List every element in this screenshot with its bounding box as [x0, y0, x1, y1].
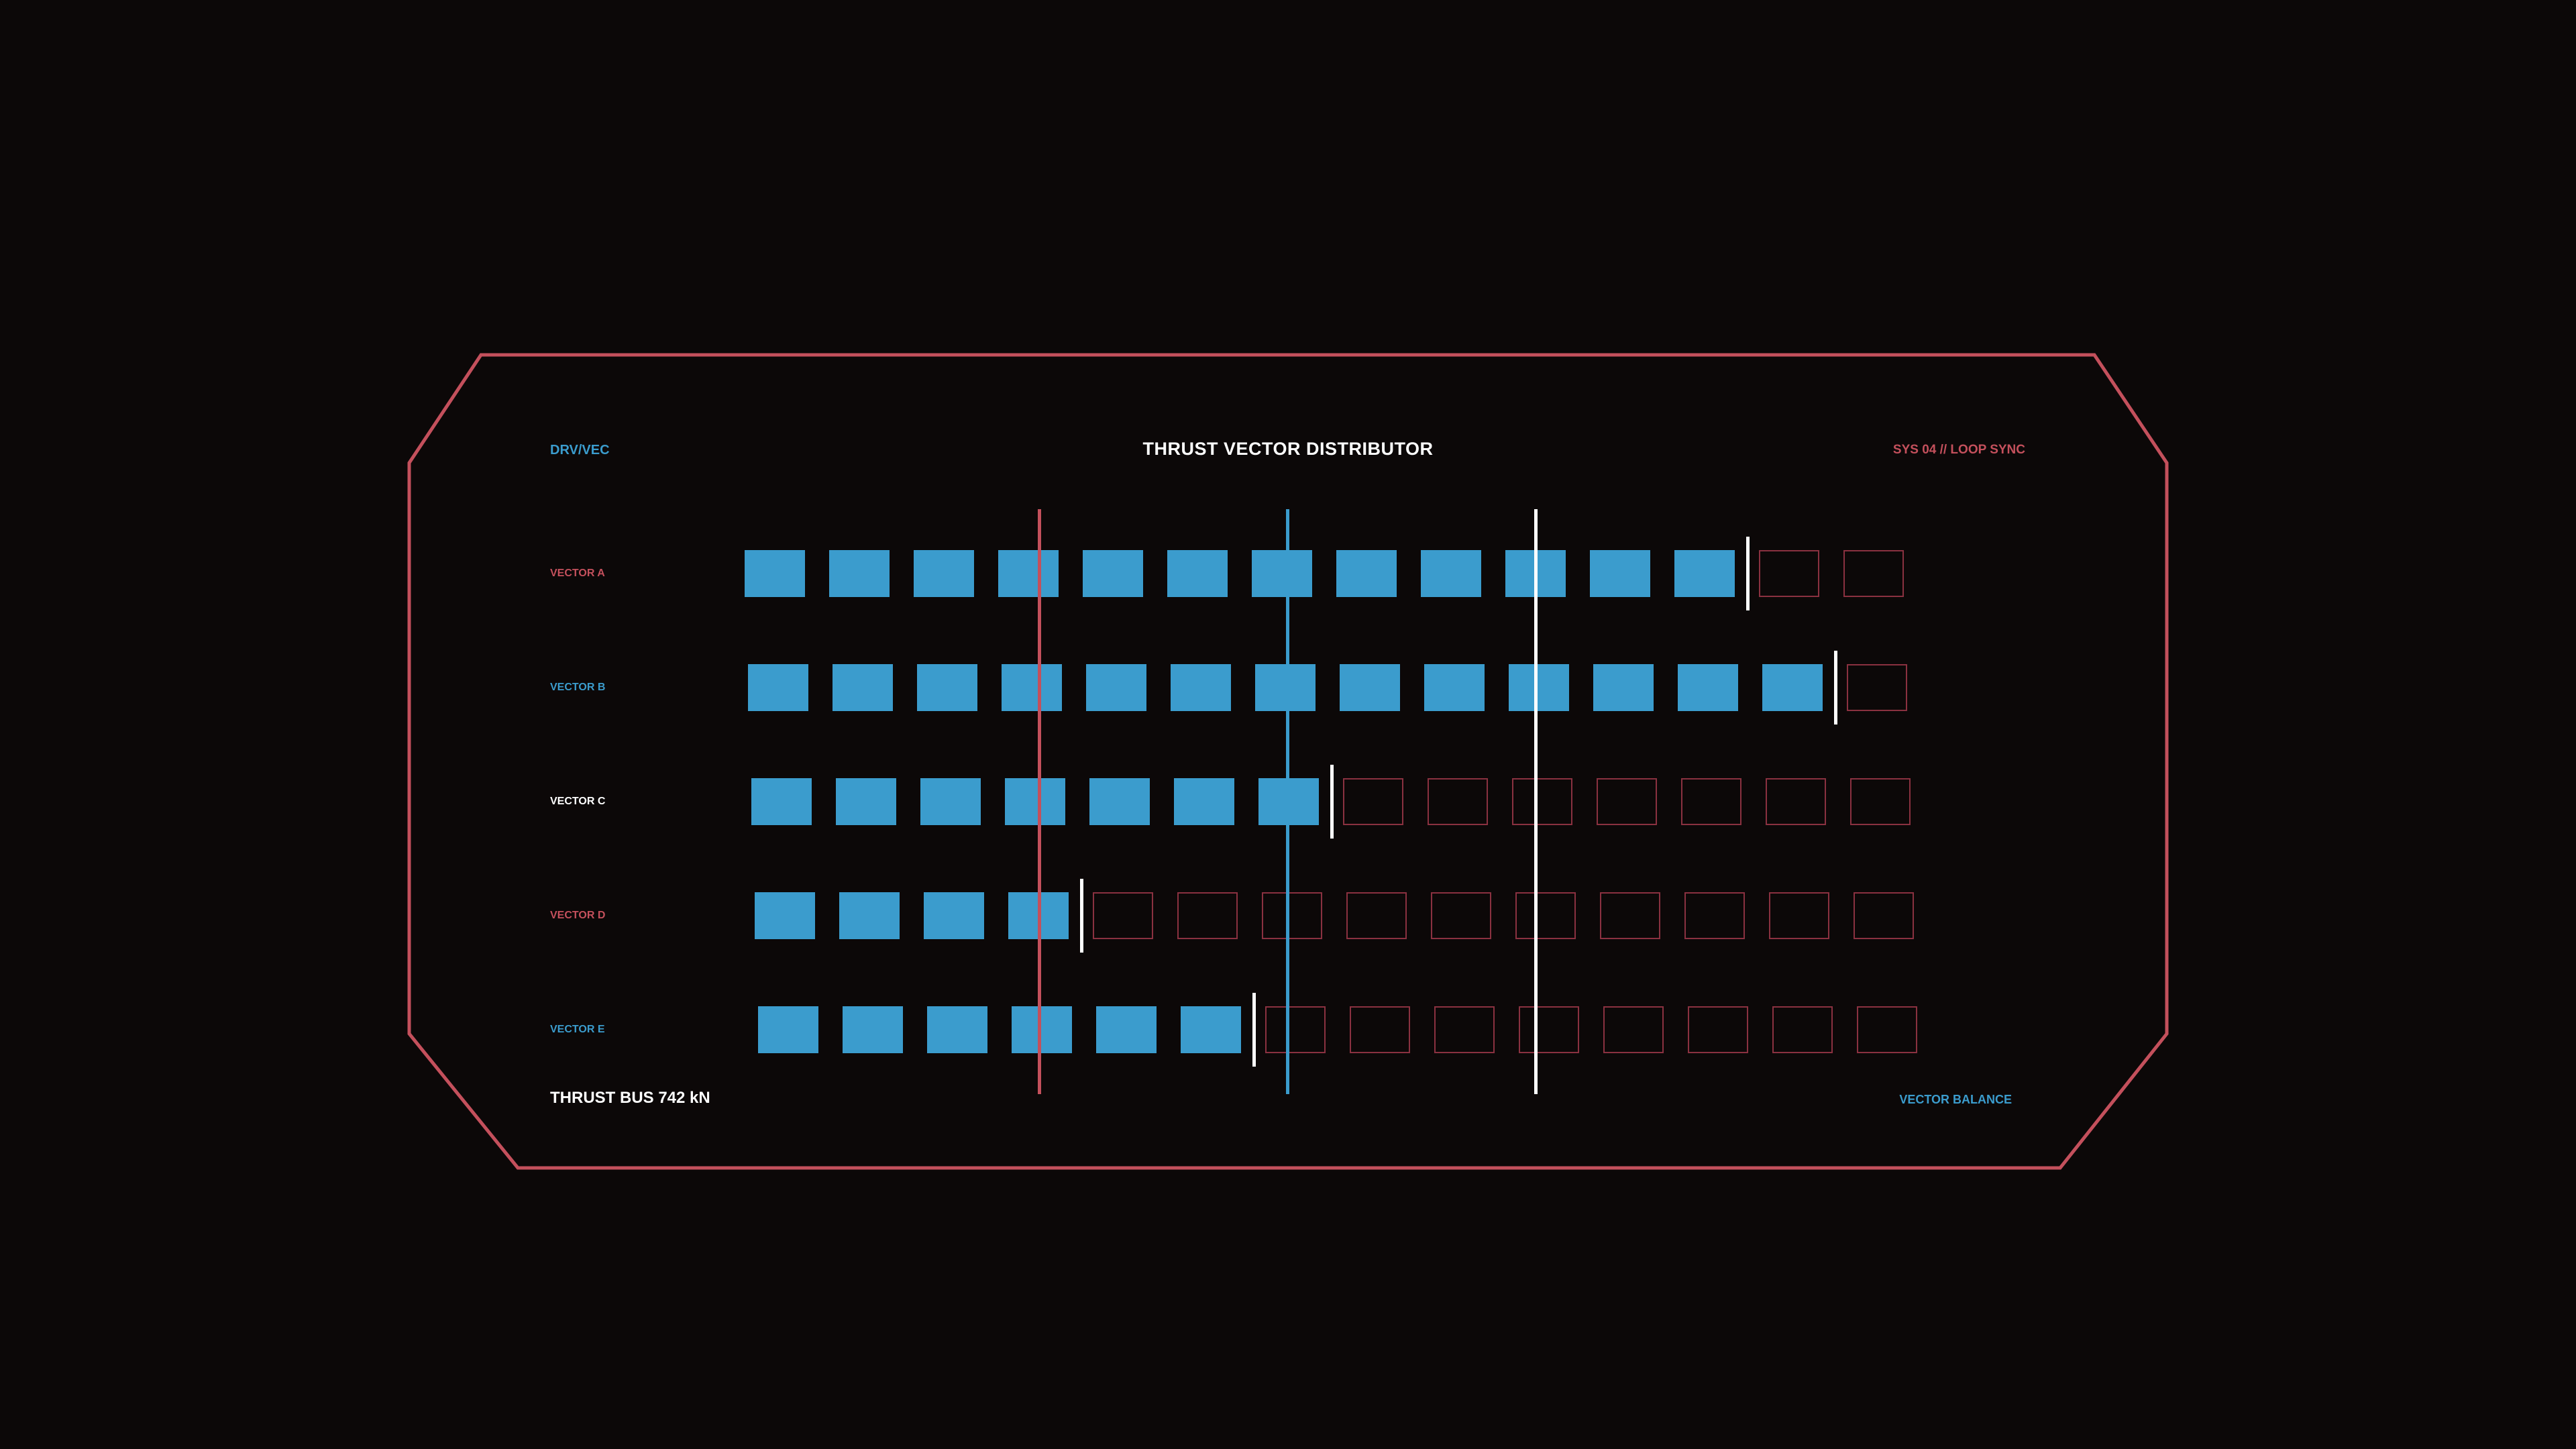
vector-cell-empty [1346, 892, 1407, 939]
vector-cell-empty [1431, 892, 1491, 939]
vector-cell-filled [758, 1006, 818, 1053]
vector-cell-filled [1083, 550, 1143, 597]
system-sync-label: SYS 04 // LOOP SYNC [1892, 443, 2025, 457]
vector-balance-label: VECTOR BALANCE [1899, 1093, 2012, 1106]
vector-cell-filled [1336, 550, 1397, 597]
vector-cell-filled [1167, 550, 1228, 597]
vector-cell-empty [1854, 892, 1914, 939]
thrust-bus-readout: THRUST BUS 742 kN [550, 1089, 710, 1107]
vector-level-marker [1252, 993, 1256, 1067]
vector-cell-filled [748, 664, 808, 711]
vector-cell-empty [1772, 1006, 1833, 1053]
vector-cell-filled [1340, 664, 1400, 711]
vector-level-marker [1330, 765, 1334, 839]
module-code-label: DRV/VEC [550, 443, 610, 458]
vector-cell-empty [1515, 892, 1576, 939]
vector-cell-filled [1424, 664, 1485, 711]
vector-cell-empty [1265, 1006, 1326, 1053]
vector-cell-filled [1421, 550, 1481, 597]
vector-cell-empty [1519, 1006, 1579, 1053]
vector-cell-filled [917, 664, 977, 711]
vector-cell-filled [924, 892, 984, 939]
vector-cell-filled [1678, 664, 1738, 711]
vector-level-marker [1834, 651, 1837, 724]
vector-level-marker [1746, 537, 1750, 610]
vector-level-marker [1080, 879, 1083, 953]
vector-cell-filled [927, 1006, 987, 1053]
vector-cell-empty [1093, 892, 1153, 939]
vector-cell-empty [1262, 892, 1322, 939]
vector-row-label: VECTOR C [550, 796, 606, 807]
vector-cell-filled [1252, 550, 1312, 597]
vector-cell-filled [1509, 664, 1569, 711]
panel-title: THRUST VECTOR DISTRIBUTOR [1142, 439, 1434, 459]
vector-cell-filled [843, 1006, 903, 1053]
vector-cell-filled [998, 550, 1059, 597]
vector-cell-empty [1769, 892, 1829, 939]
vector-cell-filled [839, 892, 900, 939]
vector-cell-empty [1843, 550, 1904, 597]
vector-cell-filled [836, 778, 896, 825]
vector-cell-filled [1012, 1006, 1072, 1053]
vector-cell-empty [1597, 778, 1657, 825]
vector-cell-filled [1171, 664, 1231, 711]
vector-cell-filled [1762, 664, 1823, 711]
reference-line-blue [1286, 509, 1289, 1094]
vector-cell-filled [755, 892, 815, 939]
vector-row-label: VECTOR B [550, 682, 606, 693]
vector-cell-filled [745, 550, 805, 597]
vector-cell-filled [1593, 664, 1654, 711]
vector-cell-empty [1684, 892, 1745, 939]
vector-cell-empty [1343, 778, 1403, 825]
vector-cell-empty [1177, 892, 1238, 939]
vector-row-label: VECTOR A [550, 568, 605, 579]
vector-cell-empty [1766, 778, 1826, 825]
vector-row-label: VECTOR D [550, 910, 606, 921]
vector-cell-filled [833, 664, 893, 711]
vector-cell-empty [1681, 778, 1741, 825]
reference-line-white [1534, 509, 1538, 1094]
reference-line-red [1038, 509, 1041, 1094]
vector-cell-filled [1005, 778, 1065, 825]
vector-cell-empty [1600, 892, 1660, 939]
vector-cell-empty [1857, 1006, 1917, 1053]
vector-cell-empty [1512, 778, 1572, 825]
vector-cell-filled [1590, 550, 1650, 597]
vector-cell-empty [1428, 778, 1488, 825]
vector-cell-empty [1434, 1006, 1495, 1053]
vector-cell-filled [829, 550, 890, 597]
vector-cell-empty [1688, 1006, 1748, 1053]
frame-outline [407, 353, 2169, 1170]
vector-cell-filled [1674, 550, 1735, 597]
vector-cell-filled [1174, 778, 1234, 825]
vector-cell-empty [1759, 550, 1819, 597]
vector-cell-filled [1086, 664, 1146, 711]
vector-cell-filled [1089, 778, 1150, 825]
vector-cell-filled [914, 550, 974, 597]
vector-cell-empty [1603, 1006, 1664, 1053]
vector-cell-filled [1255, 664, 1316, 711]
vector-cell-empty [1350, 1006, 1410, 1053]
vector-cell-filled [1002, 664, 1062, 711]
vector-cell-empty [1847, 664, 1907, 711]
vector-cell-filled [1096, 1006, 1157, 1053]
vector-cell-filled [1181, 1006, 1241, 1053]
vector-row-label: VECTOR E [550, 1024, 605, 1035]
vector-cell-filled [751, 778, 812, 825]
vector-cell-empty [1850, 778, 1911, 825]
vector-cell-filled [920, 778, 981, 825]
